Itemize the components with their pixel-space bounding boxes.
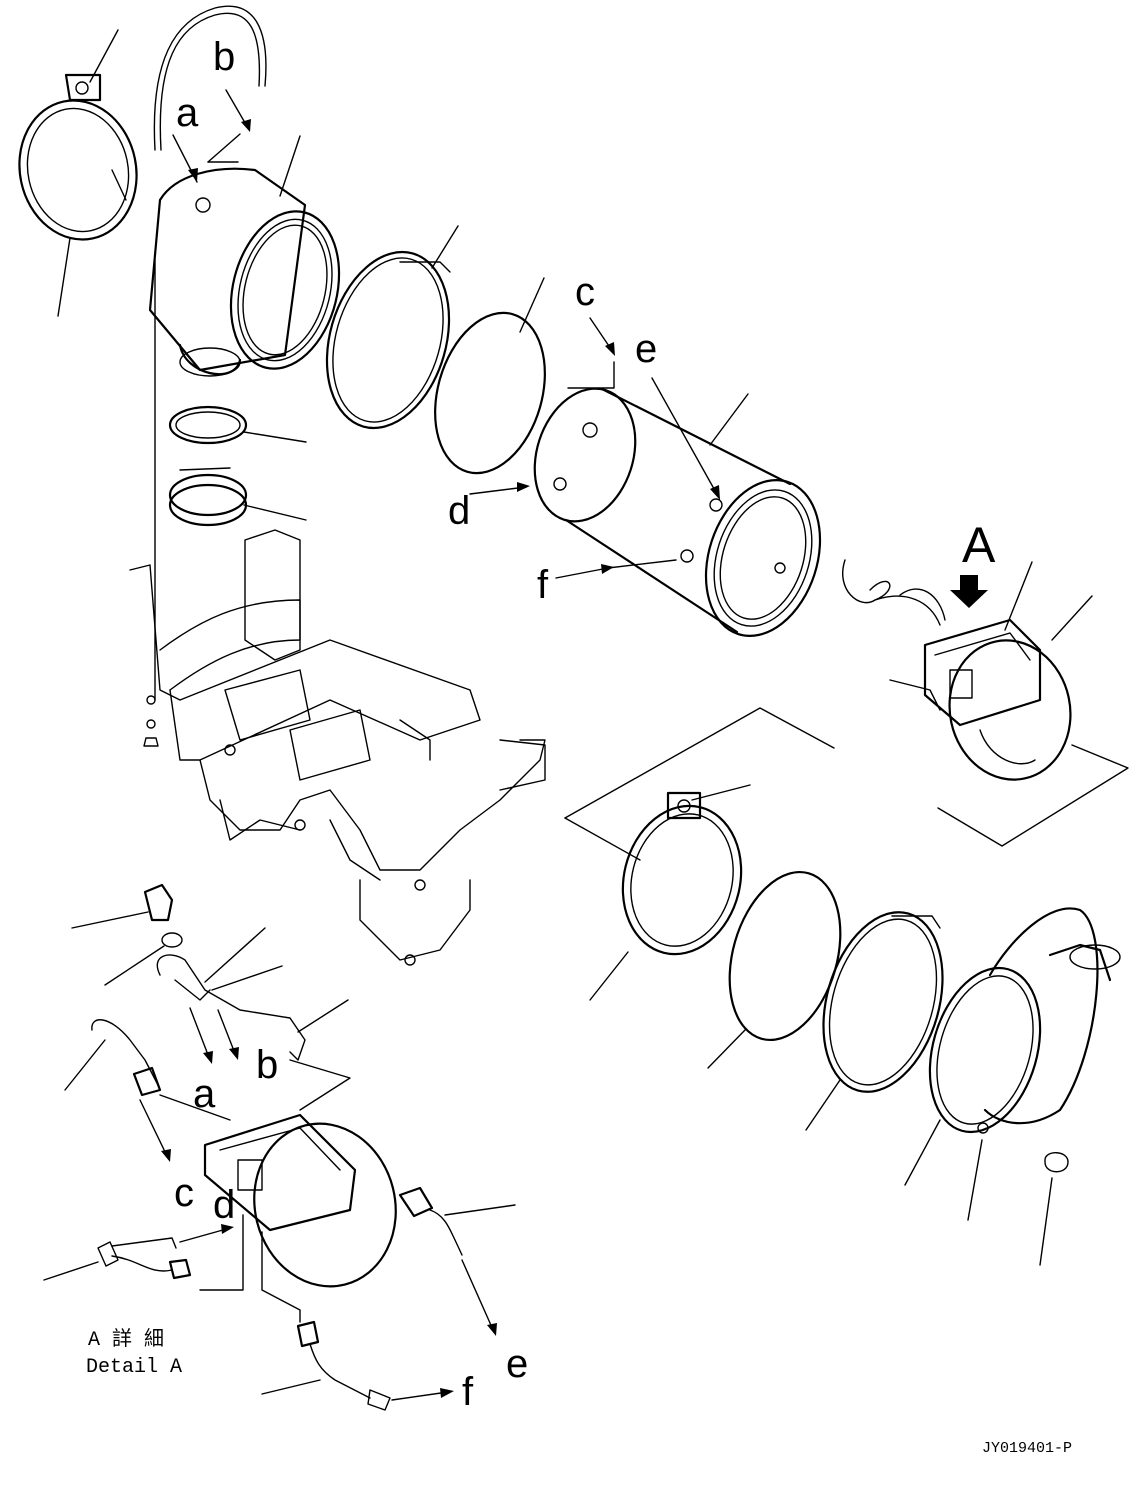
leader-doc xyxy=(207,133,301,197)
v-clamp-small xyxy=(168,467,307,527)
clamp-band-front xyxy=(589,784,751,1001)
arrow-f-upper xyxy=(555,559,677,579)
sensor-cable-a xyxy=(153,5,267,151)
gasket-small xyxy=(168,405,307,445)
label-b-upper: b xyxy=(213,35,235,79)
detail-caption-en: Detail A xyxy=(86,1356,182,1379)
detail-a-frame-right xyxy=(937,744,1129,847)
label-f-lower: f xyxy=(462,1370,474,1414)
label-view-a: A xyxy=(962,517,996,573)
v-clamp-large-2 xyxy=(805,911,944,1131)
sensor-harness-c xyxy=(64,1019,162,1097)
label-e-lower: e xyxy=(506,1342,528,1386)
outlet-elbow xyxy=(904,907,1121,1266)
leader-lines-clamp xyxy=(57,29,119,317)
arrow-f-lower xyxy=(391,1391,449,1401)
arrow-d-upper xyxy=(469,486,527,495)
arrow-e-lower xyxy=(461,1259,495,1333)
sensor-unit-detail xyxy=(203,1113,516,1288)
dpf-cylinder xyxy=(533,387,822,637)
temperature-sensor-d xyxy=(43,1237,192,1281)
bracket-d-lower xyxy=(199,1214,244,1291)
arrow-down-icon xyxy=(950,575,988,608)
label-c-lower: c xyxy=(174,1171,194,1215)
label-a-lower: a xyxy=(193,1072,216,1116)
label-c-upper: c xyxy=(575,270,595,314)
label-b-lower: b xyxy=(256,1043,278,1087)
assembly-frame-middle xyxy=(564,707,835,861)
arrow-c-lower xyxy=(139,1099,169,1159)
label-a-upper: a xyxy=(176,91,199,135)
label-d-upper: d xyxy=(448,489,470,533)
arrow-e-upper xyxy=(651,377,719,497)
bolt-and-washer xyxy=(71,883,183,986)
detail-caption-jp: A 詳 細 xyxy=(88,1327,164,1352)
drawing-code: JY019401-P xyxy=(982,1440,1072,1457)
sensor-harness-a xyxy=(156,927,349,1061)
arrow-a-lower xyxy=(189,1007,211,1061)
temperature-sensor-f xyxy=(261,1320,391,1411)
label-e-upper: e xyxy=(635,327,657,371)
mounting-frame xyxy=(129,529,546,966)
sensor-unit-right xyxy=(842,559,1093,781)
seal-ring-1 xyxy=(434,277,546,475)
clamp-band-rear xyxy=(18,73,138,241)
label-f-upper: f xyxy=(537,563,549,607)
label-d-lower: d xyxy=(213,1183,235,1227)
v-clamp-large-1 xyxy=(325,225,459,430)
bracket-f-lower xyxy=(261,1231,301,1323)
doc-housing xyxy=(148,167,341,701)
